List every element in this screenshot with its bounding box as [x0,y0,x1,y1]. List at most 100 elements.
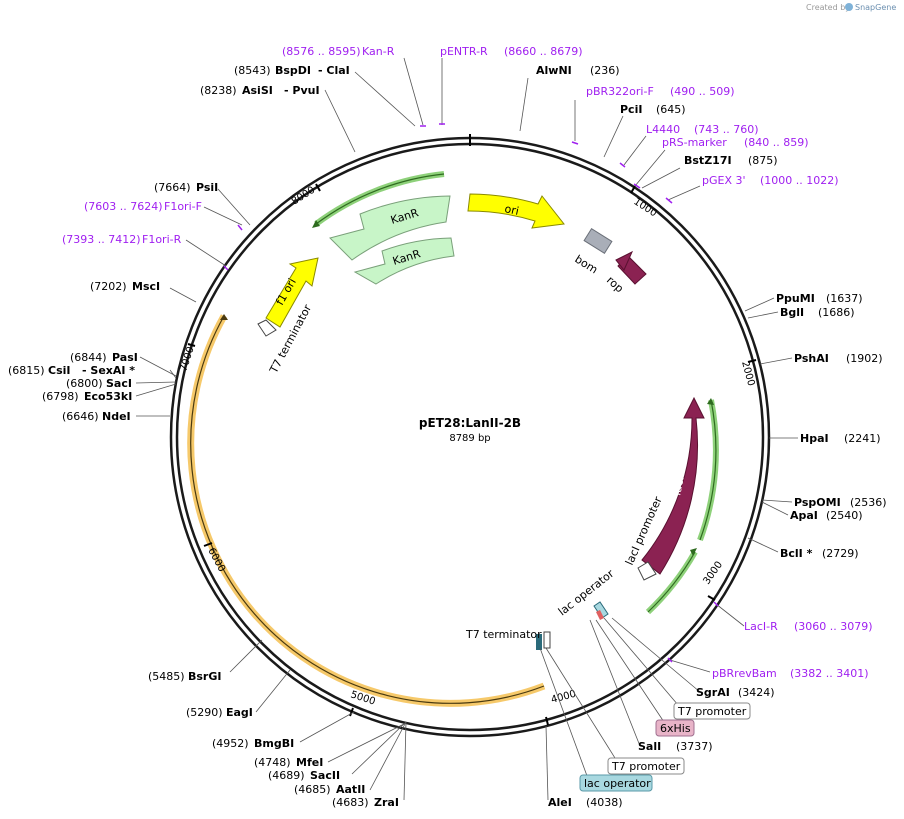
lac-operator-box[interactable]: lac operator [579,774,653,792]
enzyme-hpai[interactable]: HpaI [800,432,829,445]
enzyme-sacii-pos: (4689) [268,769,305,782]
enzyme-pspomi[interactable]: PspOMI [794,496,841,509]
enzyme-alwni[interactable]: AlwNI [536,64,572,77]
enzyme-sexai[interactable]: - SexAI * [82,364,135,377]
enzyme-bstz17i-pos: (875) [748,154,778,167]
green-arrow-2-icon [690,548,697,556]
rop-feature[interactable]: rop [604,250,647,296]
enzyme-pasi[interactable]: PasI [112,351,138,364]
leader-lines [135,57,798,801]
enzyme-bgli[interactable]: BglI [780,306,804,319]
t7-promoter-box-1[interactable]: T7 promoter [673,702,751,720]
green-arrow-1-icon [707,398,714,405]
primer-pentr-r-name[interactable]: pENTR-R [440,45,488,58]
bom-feature[interactable]: bom [572,228,613,277]
enzyme-pshai[interactable]: PshAI [794,352,829,365]
enzyme-aatii[interactable]: AatII [336,783,365,796]
kanr-feature-2[interactable]: KanR [353,237,455,285]
enzyme-zrai-pos: (4683) [332,796,369,809]
primer-f1ori-f-range: (7603 .. 7624) [84,200,163,213]
enzyme-hpai-pos: (2241) [844,432,881,445]
enzyme-bsrgi[interactable]: BsrGI [188,670,221,683]
credit-prefix: Created by [806,3,850,12]
enzyme-csii[interactable]: CsiI [48,364,70,377]
enzyme-psii[interactable]: PsiI [196,181,218,194]
enzyme-ndei[interactable]: NdeI [102,410,131,423]
primer-kanr-range: (8576 .. 8595) [282,45,361,58]
laci-label: lacI [670,475,687,496]
enzyme-ppumi[interactable]: PpuMI [776,292,815,305]
enzyme-saci-pos: (6800) [66,377,103,390]
green-line-right-2 [647,551,696,613]
lac-operator-feature[interactable]: lac operator [556,567,617,620]
enzyme-bmgbi[interactable]: BmgBI [254,737,294,750]
green-line-right-1 [699,399,717,541]
primer-pbr322ori-f-name[interactable]: pBR322ori-F [586,85,654,98]
enzyme-bstz17i[interactable]: BstZ17I [684,154,732,167]
enzyme-msci-pos: (7202) [90,280,127,293]
enzyme-bcli[interactable]: BclI * [780,547,813,560]
enzyme-pspomi-pos: (2536) [850,496,887,509]
enzyme-psii-pos: (7664) [154,181,191,194]
lac-operator-label: lac operator [556,567,617,619]
green-feature-band-right-1[interactable] [697,399,719,542]
t7-terminator-bottom-feature[interactable]: T7 terminator [465,628,551,650]
laci-feature[interactable]: lacI [641,396,705,575]
enzyme-clai[interactable]: - ClaI [318,64,350,77]
enzyme-eagi[interactable]: EagI [226,706,253,719]
enzyme-zrai[interactable]: ZraI [374,796,399,809]
sixhis-box[interactable]: 6xHis [655,719,695,737]
enzyme-bspdi[interactable]: BspDI [275,64,311,77]
enzyme-sgrai[interactable]: SgrAI [696,686,730,699]
ori-feature[interactable]: ori [467,193,565,229]
t7-terminator-bottom-label: T7 terminator [465,628,542,641]
primer-f1ori-f-name[interactable]: F1ori-F [164,200,202,213]
snapgene-credit: Created by SnapGene [806,3,896,12]
enzyme-bsrgi-pos: (5485) [148,670,185,683]
lac-operator-box-label: lac operator [584,777,651,790]
orange-band-arrow-icon [220,314,228,320]
t7-promoter-box-2[interactable]: T7 promoter [607,757,685,775]
primer-pbr322ori-f-range: (490 .. 509) [670,85,735,98]
orange-feature-line [190,315,545,704]
enzyme-alei[interactable]: AleI [548,796,572,809]
snapgene-logo-icon [845,3,853,11]
enzyme-sali[interactable]: SalI [638,740,661,753]
enzyme-apai[interactable]: ApaI [790,509,818,522]
enzyme-saci[interactable]: SacI [106,377,132,390]
enzyme-pvui[interactable]: - PvuI [284,84,320,97]
enzyme-aatii-pos: (4685) [294,783,331,796]
tick-1000: 1000 [631,196,658,219]
map-title: pET28:LanII-2B [419,416,521,430]
enzyme-ndei-pos: (6646) [62,410,99,423]
enzyme-mfei[interactable]: MfeI [296,756,323,769]
green-arrow-top-icon [312,220,320,228]
kanr-feature-1[interactable]: KanR [329,195,451,261]
tick-7000: 7000 [178,345,196,373]
enzyme-apai-pos: (2540) [826,509,863,522]
primer-pgex3-name[interactable]: pGEX 3' [702,174,746,187]
enzyme-bmgbi-pos: (4952) [212,737,249,750]
enzyme-sgrai-pos: (3424) [738,686,775,699]
primer-prs-marker-range: (840 .. 859) [744,136,809,149]
enzyme-pcii[interactable]: PciI [620,103,642,116]
primer-l4440-name[interactable]: L4440 [646,123,680,136]
orange-feature-band[interactable] [187,314,546,707]
enzyme-eco53ki[interactable]: Eco53kI [84,390,132,403]
primer-pbrrevbam-range: (3382 .. 3401) [790,667,869,680]
primer-prs-marker-name[interactable]: pRS-marker [662,136,727,149]
primer-laci-r-name[interactable]: LacI-R [744,620,778,633]
ori-label: ori [503,202,520,218]
primer-f1ori-r-name[interactable]: F1ori-R [142,233,182,246]
enzyme-pshai-pos: (1902) [846,352,883,365]
f1-ori-feature[interactable]: f1 ori [265,257,319,328]
primer-pbrrevbam-name[interactable]: pBRrevBam [712,667,777,680]
enzyme-sacii[interactable]: SacII [310,769,340,782]
t7-promoter-1-label: T7 promoter [677,705,747,718]
rop-label: rop [604,274,626,296]
primer-kanr-name[interactable]: Kan-R [362,45,395,58]
enzyme-msci[interactable]: MscI [132,280,160,293]
enzyme-asisi[interactable]: AsiSI [242,84,273,97]
